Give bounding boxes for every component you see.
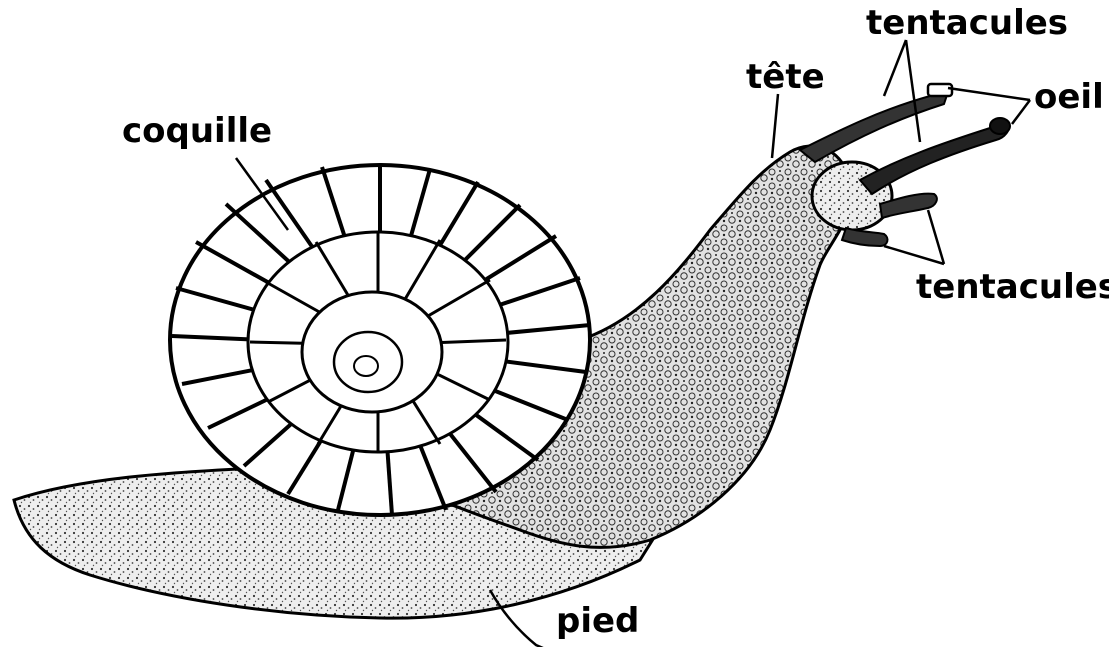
oeil-leader-lower — [1012, 100, 1030, 124]
label-tentacules-top: tentacules — [866, 3, 1068, 43]
upper-tentacle-right — [860, 121, 1009, 194]
tentacules-top-leader-right — [906, 40, 920, 142]
label-coquille: coquille — [122, 111, 272, 151]
tentacules-bottom-leader-upper — [928, 210, 944, 264]
snail-shell — [170, 165, 590, 515]
label-pied: pied — [556, 601, 639, 641]
oeil-leader-upper — [948, 88, 1030, 100]
tentacules-bottom-leader-lower — [884, 246, 944, 264]
tete-leader — [772, 94, 778, 158]
eye-left — [928, 84, 952, 96]
label-tentacules-bottom: tentacules — [916, 267, 1109, 307]
eye-right — [990, 118, 1010, 134]
label-oeil: oeil — [1034, 77, 1104, 117]
label-tete: tête — [746, 57, 825, 97]
lower-tentacle-bottom — [842, 228, 887, 246]
tentacules-top-leader-left — [884, 40, 906, 96]
